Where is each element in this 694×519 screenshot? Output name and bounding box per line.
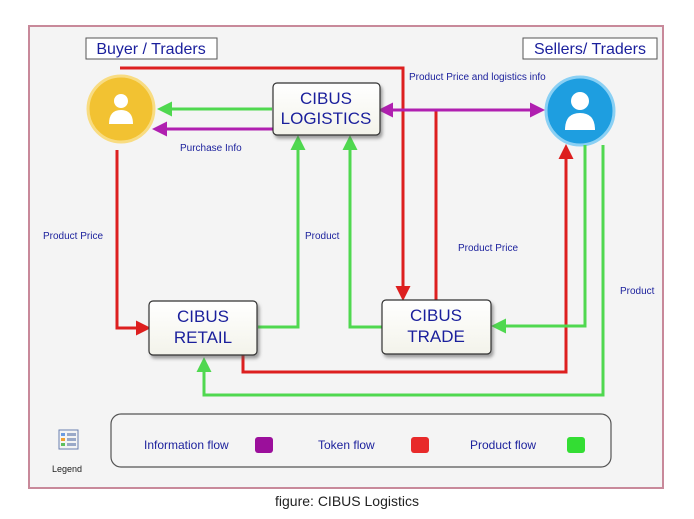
seller-role-label: Sellers/ Traders bbox=[522, 37, 658, 60]
flow-label-purchase-info: Purchase Info bbox=[180, 143, 242, 154]
legend-token-flow-swatch bbox=[411, 437, 429, 453]
legend-icon bbox=[58, 429, 79, 450]
retail-node-line2: RETAIL bbox=[174, 328, 232, 347]
legend-information-flow-swatch bbox=[255, 437, 273, 453]
flow-label-price-logistics-info: Product Price and logistics info bbox=[409, 72, 546, 83]
product-flow-seller-to-retail bbox=[196, 145, 605, 397]
logistics-node-line1: CIBUS bbox=[300, 89, 352, 108]
legend-token-flow-label: Token flow bbox=[318, 438, 375, 452]
retail-node-line1: CIBUS bbox=[177, 307, 229, 326]
product-flow-trade-to-logistics bbox=[342, 135, 383, 329]
buyer-role-text: Buyer / Traders bbox=[96, 41, 205, 58]
trade-node-line2: TRADE bbox=[407, 327, 465, 346]
buyer-role-label: Buyer / Traders bbox=[85, 37, 218, 60]
flow-label-product-mid: Product bbox=[305, 231, 340, 242]
legend-title: Legend bbox=[52, 464, 82, 474]
logistics-node-line2: LOGISTICS bbox=[281, 109, 372, 128]
product-flow-retail-to-logistics bbox=[258, 135, 306, 329]
token-flow-buyer-to-trade bbox=[120, 66, 411, 301]
token-flow-buyer-to-retail bbox=[115, 150, 151, 336]
cibus-trade-node: CIBUS TRADE bbox=[381, 299, 492, 355]
legend-product-flow-label: Product flow bbox=[470, 438, 536, 452]
flow-label-product-right: Product bbox=[620, 286, 655, 297]
cibus-logistics-node: CIBUS LOGISTICS bbox=[272, 82, 381, 136]
trade-node-line1: CIBUS bbox=[410, 306, 462, 325]
token-flow-retail-to-seller bbox=[241, 144, 574, 374]
flow-label-product-price-left: Product Price bbox=[43, 231, 103, 242]
product-flow-seller-to-trade bbox=[491, 145, 587, 334]
cibus-retail-node: CIBUS RETAIL bbox=[148, 300, 258, 356]
buyer-person-icon bbox=[86, 74, 156, 144]
legend-box bbox=[110, 413, 612, 468]
legend-product-flow-swatch bbox=[567, 437, 585, 453]
seller-role-text: Sellers/ Traders bbox=[534, 41, 646, 58]
legend-information-flow-label: Information flow bbox=[144, 438, 229, 452]
flow-label-product-price-right: Product Price bbox=[458, 243, 518, 254]
figure-caption: figure: CIBUS Logistics bbox=[275, 493, 419, 509]
seller-person-icon bbox=[544, 75, 616, 147]
